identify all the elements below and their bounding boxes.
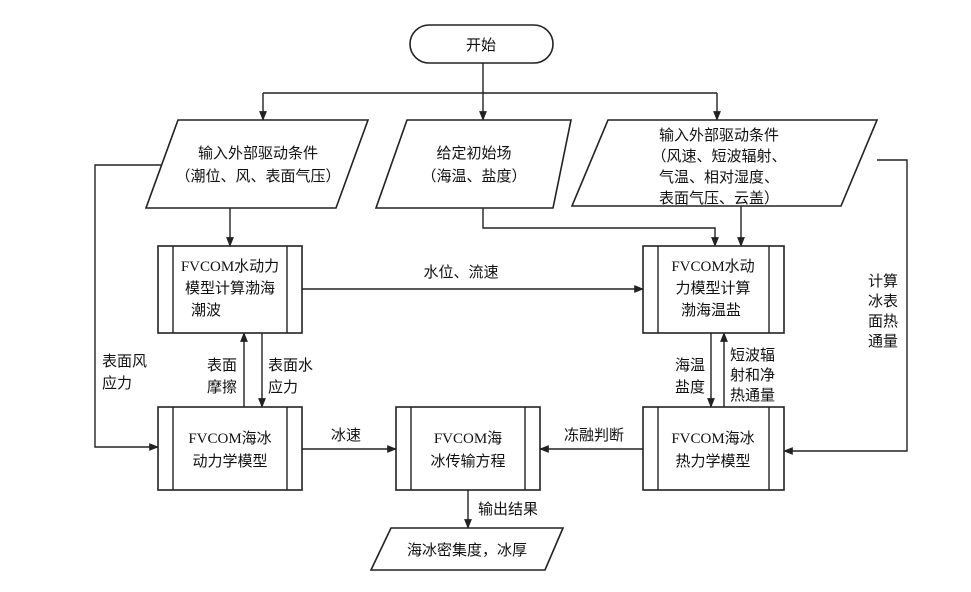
label-freeze-melt: 冻融判断 [564, 426, 624, 444]
start-label: 开始 [466, 36, 496, 54]
label-surface-friction-1: 表面 [207, 356, 237, 374]
input-left-line-1: 输入外部驱动条件 [198, 144, 318, 162]
label-ice-surface-heat-flux-1: 计算 [868, 272, 898, 290]
ice-transport-line-1: FVCOM海 [434, 430, 502, 447]
input-left-line-2: （潮位、风、表面气压） [175, 167, 340, 185]
input-right-line-2: （风速、短波辐射、 [651, 147, 786, 165]
input-right-line-1: 输入外部驱动条件 [659, 126, 779, 144]
label-surface-water-stress-1: 表面水 [268, 356, 313, 374]
ice-transport-node: FVCOM海 冰传输方程 [395, 406, 541, 491]
label-ice-surface-heat-flux-2: 冰表 [868, 292, 898, 310]
hydro-tide-line-2: 模型计算渤海 [185, 279, 275, 297]
ice-dynamics-line-2: 动力学模型 [192, 452, 267, 470]
edge-labels: 水位、流速 表面风 应力 表面 摩擦 表面水 应力 海温 盐度 短波辐 射和净 … [102, 263, 898, 518]
label-surface-wind-stress-1: 表面风 [102, 352, 147, 370]
label-surface-friction-2: 摩擦 [207, 378, 237, 396]
ice-thermo-line-2: 热力学模型 [675, 452, 750, 470]
label-ice-surface-heat-flux-3: 面热 [868, 312, 898, 330]
hydro-tide-line-1: FVCOM水动力 [181, 258, 279, 275]
edge-init-to-hydro-temp [482, 208, 719, 247]
start-node: 开始 [409, 24, 554, 64]
hydro-tide-line-3: 潮波 [191, 301, 221, 319]
label-shortwave-net-heat-2: 射和净 [730, 366, 775, 384]
label-ice-speed: 冰速 [331, 426, 361, 444]
edge-surface-wind-stress [94, 164, 164, 451]
label-surface-wind-stress-2: 应力 [102, 374, 132, 392]
init-field-node: 给定初始场 （海温、盐度） [374, 119, 572, 209]
label-water-level-flow: 水位、流速 [423, 263, 498, 281]
ice-dynamics-node: FVCOM海冰 动力学模型 [157, 406, 303, 491]
ice-transport-line-2: 冰传输方程 [430, 452, 505, 470]
output-label: 海冰密集度，冰厚 [407, 541, 527, 559]
hydro-temp-line-2: 力模型计算 [675, 279, 750, 297]
input-left-node: 输入外部驱动条件 （潮位、风、表面气压） [144, 119, 370, 209]
init-field-line-2: （海温、盐度） [421, 167, 526, 185]
label-sst-salinity-2: 盐度 [675, 378, 705, 396]
init-field-line-1: 给定初始场 [436, 144, 511, 162]
connectors [94, 63, 908, 529]
label-shortwave-net-heat-1: 短波辐 [730, 346, 775, 364]
ice-thermo-line-1: FVCOM海冰 [671, 430, 754, 447]
hydro-temp-node: FVCOM水动 力模型计算 渤海温盐 [642, 245, 785, 334]
hydro-tide-node: FVCOM水动力 模型计算渤海 潮波 [157, 245, 303, 334]
ice-dynamics-line-1: FVCOM海冰 [188, 430, 271, 447]
input-right-node: 输入外部驱动条件 （风速、短波辐射、 气温、相对湿度、 表面气压、云盖） [570, 119, 879, 207]
label-output-result: 输出结果 [478, 500, 538, 518]
hydro-temp-line-1: FVCOM水动 [671, 258, 754, 275]
ice-thermo-node: FVCOM海冰 热力学模型 [642, 406, 785, 491]
label-shortwave-net-heat-3: 热通量 [730, 386, 775, 404]
label-sst-salinity-1: 海温 [675, 356, 705, 374]
edge-ice-surface-heat-flux [783, 159, 908, 455]
input-right-line-4: 表面气压、云盖） [659, 189, 779, 207]
label-surface-water-stress-2: 应力 [268, 378, 298, 396]
hydro-temp-line-3: 渤海温盐 [681, 301, 741, 319]
output-node: 海冰密集度，冰厚 [369, 527, 565, 571]
label-ice-surface-heat-flux-4: 通量 [868, 332, 898, 350]
input-right-line-3: 气温、相对湿度、 [659, 168, 779, 186]
